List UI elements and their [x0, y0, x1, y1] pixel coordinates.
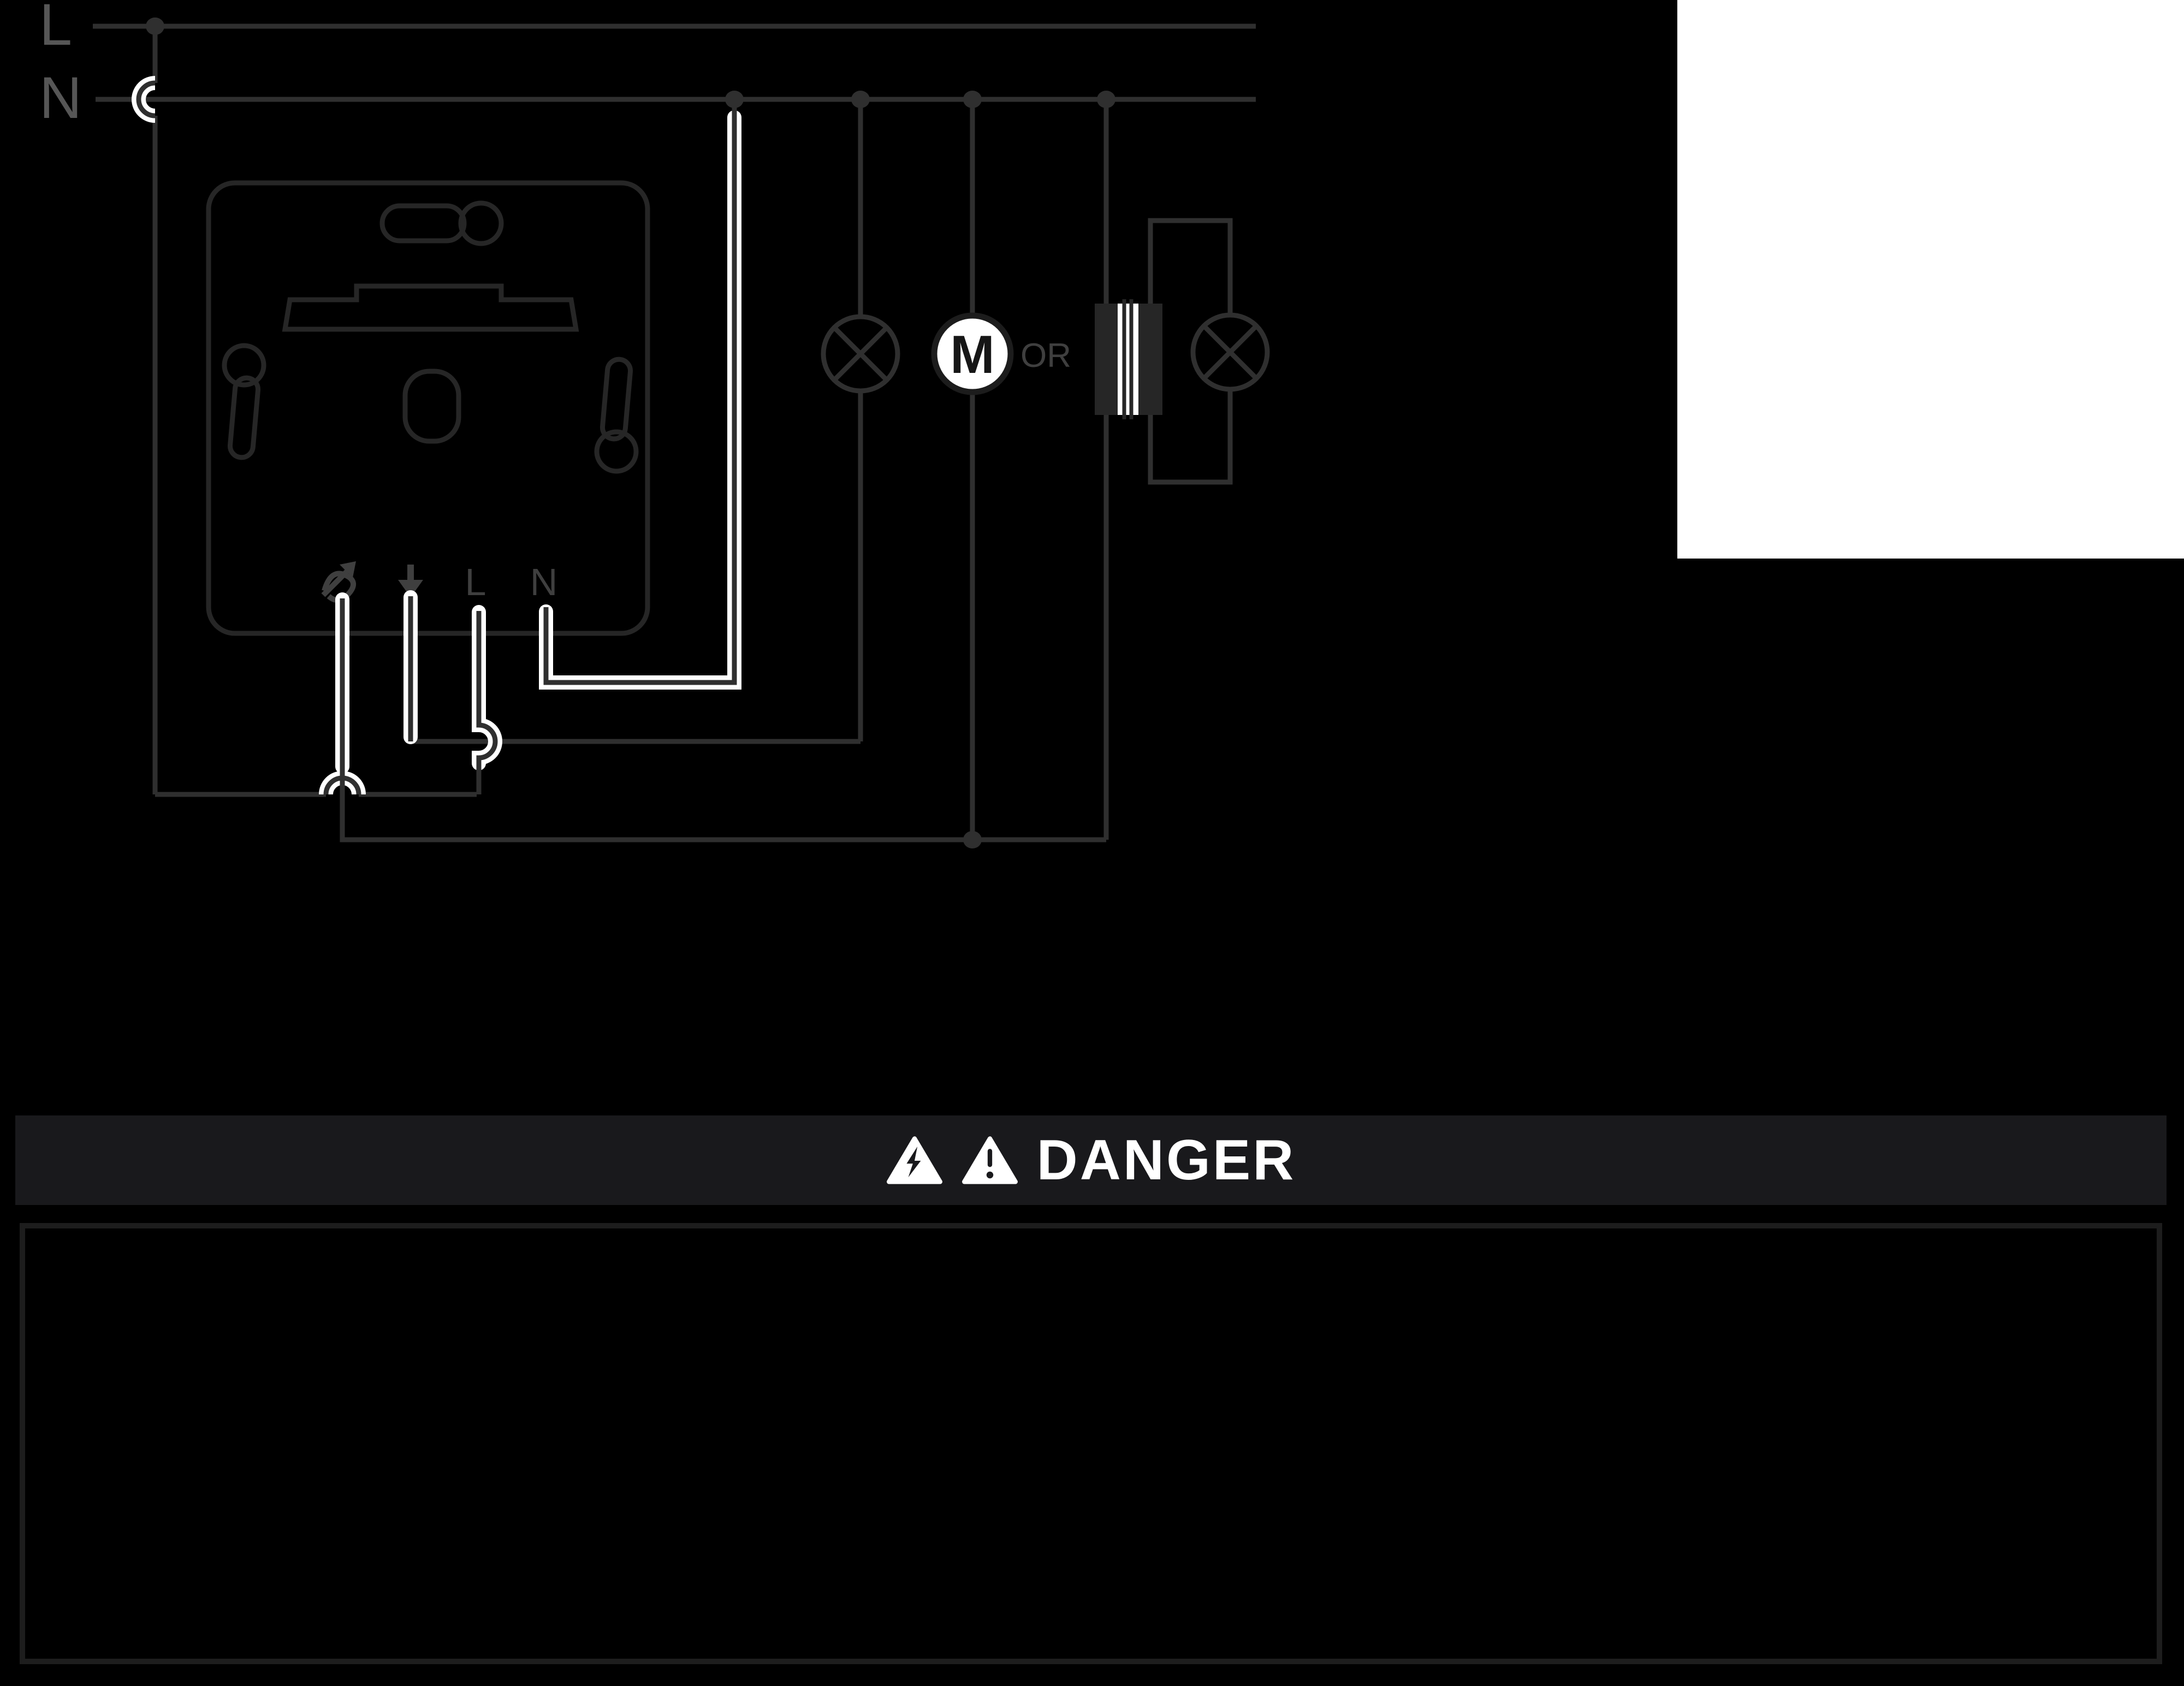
keyhole-slot-icon	[379, 200, 504, 246]
terminal-line-label: L	[465, 561, 486, 603]
junction-dots	[146, 17, 1115, 848]
lamp-icon	[821, 314, 900, 394]
electrical-hazard-icon	[886, 1136, 942, 1184]
live-branch-wire	[152, 26, 477, 797]
wire-hop-icon	[132, 76, 156, 123]
notes-box	[20, 1223, 2162, 1664]
mounting-slot-right-icon	[594, 357, 639, 474]
junction-dot	[1097, 91, 1115, 108]
or-label: OR	[1020, 337, 1071, 375]
terminal-lead-cores	[340, 99, 737, 840]
danger-banner: DANGER	[15, 1115, 2167, 1205]
blank-white-area	[1677, 0, 2184, 559]
supply-line-label: L	[39, 0, 72, 57]
terminal-load-arrow-icon	[398, 565, 423, 597]
junction-dot	[963, 91, 982, 108]
terminal-neutral-label: N	[530, 561, 558, 603]
transformer-secondary-loop	[1148, 218, 1233, 485]
center-hole	[402, 369, 461, 444]
junction-dot	[851, 91, 870, 108]
support-strip	[282, 283, 579, 332]
danger-label: DANGER	[1036, 1129, 1296, 1192]
terminal-lead-halos	[335, 110, 741, 774]
wall-dimmer-rear-view	[206, 180, 650, 636]
junction-dot	[725, 91, 744, 108]
supply-neutral-label: N	[39, 64, 82, 130]
junction-dot	[146, 17, 164, 35]
motor-label: M	[950, 324, 995, 384]
halogen-lamp-icon	[1190, 312, 1270, 392]
warning-icon	[962, 1136, 1018, 1184]
transformer-icon	[1095, 299, 1162, 419]
mounting-slot-left-icon	[222, 343, 266, 460]
junction-dot	[963, 831, 982, 848]
motor-icon: M	[931, 312, 1014, 395]
